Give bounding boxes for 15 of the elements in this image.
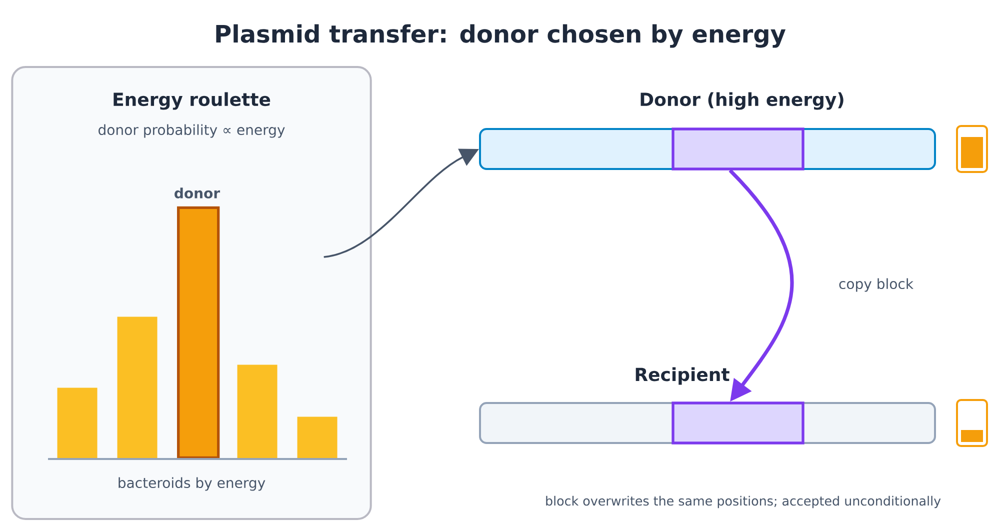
bar — [117, 316, 158, 459]
strip-heading: Recipient — [636, 367, 730, 385]
edge-label: copy block — [837, 276, 915, 294]
gene-block — [672, 128, 804, 170]
bar — [297, 416, 338, 459]
gene-block — [672, 402, 804, 444]
axis-label: bacteroids by energy — [118, 477, 266, 491]
panel-heading: Energy roulette — [114, 92, 270, 110]
bar-label: donor — [174, 188, 220, 198]
bar — [57, 388, 98, 459]
strip-heading: Donor (high energy) — [640, 92, 844, 110]
bar — [237, 364, 278, 459]
note: block overwrites the same positions; accepted unconditionally — [546, 496, 941, 508]
panel-subtitle: donor probability ∝ energy — [98, 124, 285, 138]
title: Plasmid transfer: donor chosen by energy — [216, 24, 786, 48]
